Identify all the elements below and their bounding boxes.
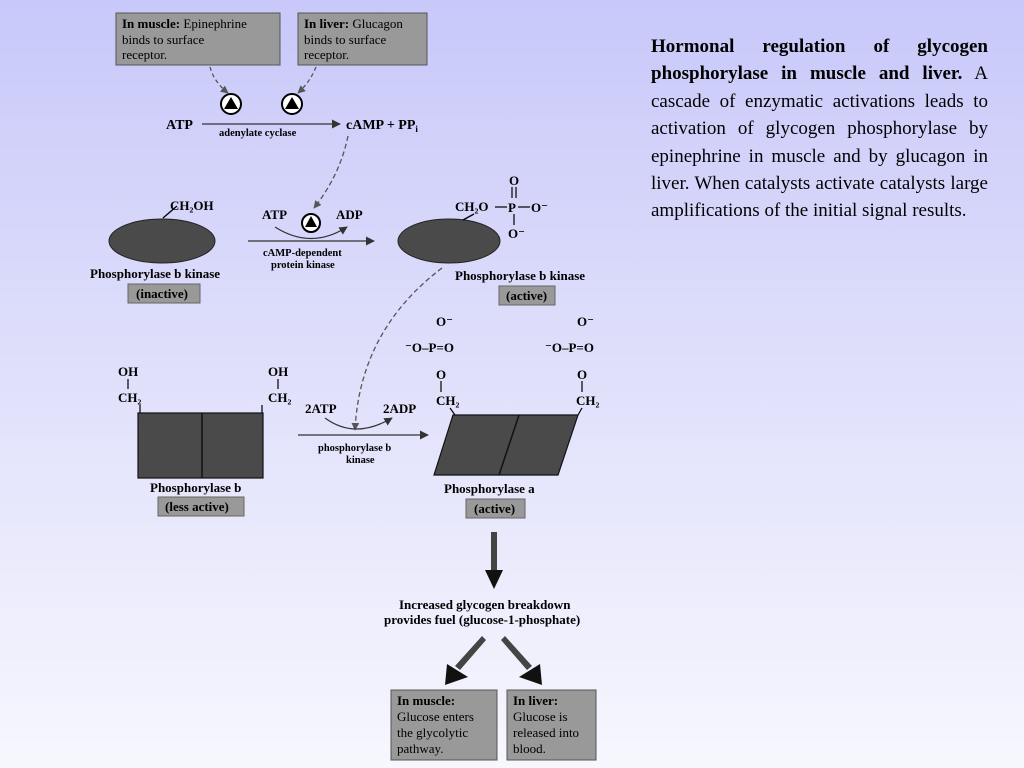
svg-text:O: O: [577, 367, 587, 382]
less-active-label: (less active): [165, 499, 229, 514]
svg-text:⁻O–P=O: ⁻O–P=O: [545, 340, 594, 355]
svg-text:receptor.: receptor.: [304, 47, 349, 62]
svg-text:OH: OH: [268, 364, 288, 379]
svg-text:CH₂: CH₂: [576, 393, 600, 408]
down-arrow-icon: [485, 532, 503, 589]
2adp-label: 2ADP: [383, 401, 416, 416]
svg-text:receptor.: receptor.: [122, 47, 167, 62]
2atp-label: 2ATP: [305, 401, 337, 416]
svg-text:binds to surface: binds to surface: [304, 32, 387, 47]
svg-text:P: P: [508, 200, 516, 215]
phosphorylase-b-shape: [137, 412, 264, 479]
svg-text:pathway.: pathway.: [397, 741, 443, 756]
adp-cofactor-label: ADP: [336, 207, 363, 222]
active-kinase-name: Phosphorylase b kinase: [455, 268, 585, 283]
svg-text:O⁻: O⁻: [436, 314, 453, 329]
phosphorylase-a-name: Phosphorylase a: [444, 481, 535, 496]
caption-body: A cascade of enzymatic activations leads…: [651, 63, 988, 222]
active-state-label: (active): [506, 288, 547, 303]
caption-title: Hormonal regulation of glycogen phosphor…: [651, 36, 988, 85]
activation-icon: [281, 93, 303, 115]
liver-signal-arrow: [297, 66, 317, 94]
outcome-line-1: Increased glycogen breakdown: [399, 597, 571, 612]
inactive-kinase-shape: [108, 218, 216, 264]
liver-result-box: In liver: Glucose is released into blood…: [506, 689, 597, 761]
svg-text:O: O: [436, 367, 446, 382]
ch2oh-label: CH₂OH: [170, 198, 214, 213]
right-branch-arrow-icon: [501, 636, 542, 685]
svg-text:O⁻: O⁻: [531, 200, 548, 215]
svg-text:O⁻: O⁻: [508, 226, 525, 241]
atp-cofactor-label: ATP: [262, 207, 287, 222]
adenylate-cyclase-label: adenylate cyclase: [219, 128, 297, 139]
svg-text:In muscle: Epinephrine: In muscle: Epinephrine: [122, 16, 247, 31]
kinase-signal-arrow: [351, 267, 443, 431]
protein-kinase-label-1: cAMP-dependent: [263, 248, 342, 259]
svg-text:⁻O–P=O: ⁻O–P=O: [405, 340, 454, 355]
liver-receptor-box: In liver: Glucagon binds to surface rece…: [297, 12, 428, 66]
activation-icon: [301, 213, 321, 233]
svg-text:CH₂: CH₂: [268, 390, 292, 405]
atp-label: ATP: [166, 118, 193, 133]
phosphorylase-kinase-label-2: kinase: [346, 455, 375, 466]
ch2o-label: CH₂O: [455, 199, 489, 214]
phosphate-group-right: O⁻ ⁻O–P=O O CH₂: [545, 314, 600, 416]
camp-signal-arrow: [313, 135, 349, 209]
svg-text:CH₂: CH₂: [436, 393, 460, 408]
svg-text:In muscle:: In muscle:: [397, 693, 455, 708]
muscle-receptor-box: In muscle: Epinephrine binds to surface …: [115, 12, 281, 66]
left-branch-arrow-icon: [445, 636, 486, 685]
muscle-result-box: In muscle: Glucose enters the glycolytic…: [390, 689, 498, 761]
svg-text:O: O: [509, 173, 519, 188]
svg-text:blood.: blood.: [513, 741, 546, 756]
svg-text:O⁻: O⁻: [577, 314, 594, 329]
active-a-label: (active): [474, 501, 515, 516]
muscle-signal-arrow: [209, 66, 229, 94]
svg-text:In liver:: In liver:: [513, 693, 558, 708]
phosphorylase-kinase-label-1: phosphorylase b: [318, 443, 391, 454]
svg-text:OH: OH: [118, 364, 138, 379]
svg-text:the glycolytic: the glycolytic: [397, 725, 468, 740]
inactive-state-label: (inactive): [136, 286, 188, 301]
svg-text:In liver: Glucagon: In liver: Glucagon: [304, 16, 403, 31]
svg-text:Glucose is: Glucose is: [513, 709, 568, 724]
svg-text:CH₂: CH₂: [118, 390, 142, 405]
phosphate-group-left: O⁻ ⁻O–P=O O CH₂: [405, 314, 460, 416]
svg-text:released into: released into: [513, 725, 579, 740]
activation-icon: [220, 93, 242, 115]
phosphorylase-b-name: Phosphorylase b: [150, 480, 241, 495]
caption-text: Hormonal regulation of glycogen phosphor…: [651, 33, 988, 225]
svg-text:binds to surface: binds to surface: [122, 32, 205, 47]
phosphorylase-a-shape: [433, 414, 579, 476]
active-kinase-shape: [397, 218, 501, 264]
outcome-line-2: provides fuel (glucose-1-phosphate): [384, 612, 580, 627]
inactive-kinase-name: Phosphorylase b kinase: [90, 266, 220, 281]
protein-kinase-label-2: protein kinase: [271, 260, 335, 271]
camp-label: cAMP + PPi: [346, 118, 418, 134]
svg-text:Glucose enters: Glucose enters: [397, 709, 474, 724]
